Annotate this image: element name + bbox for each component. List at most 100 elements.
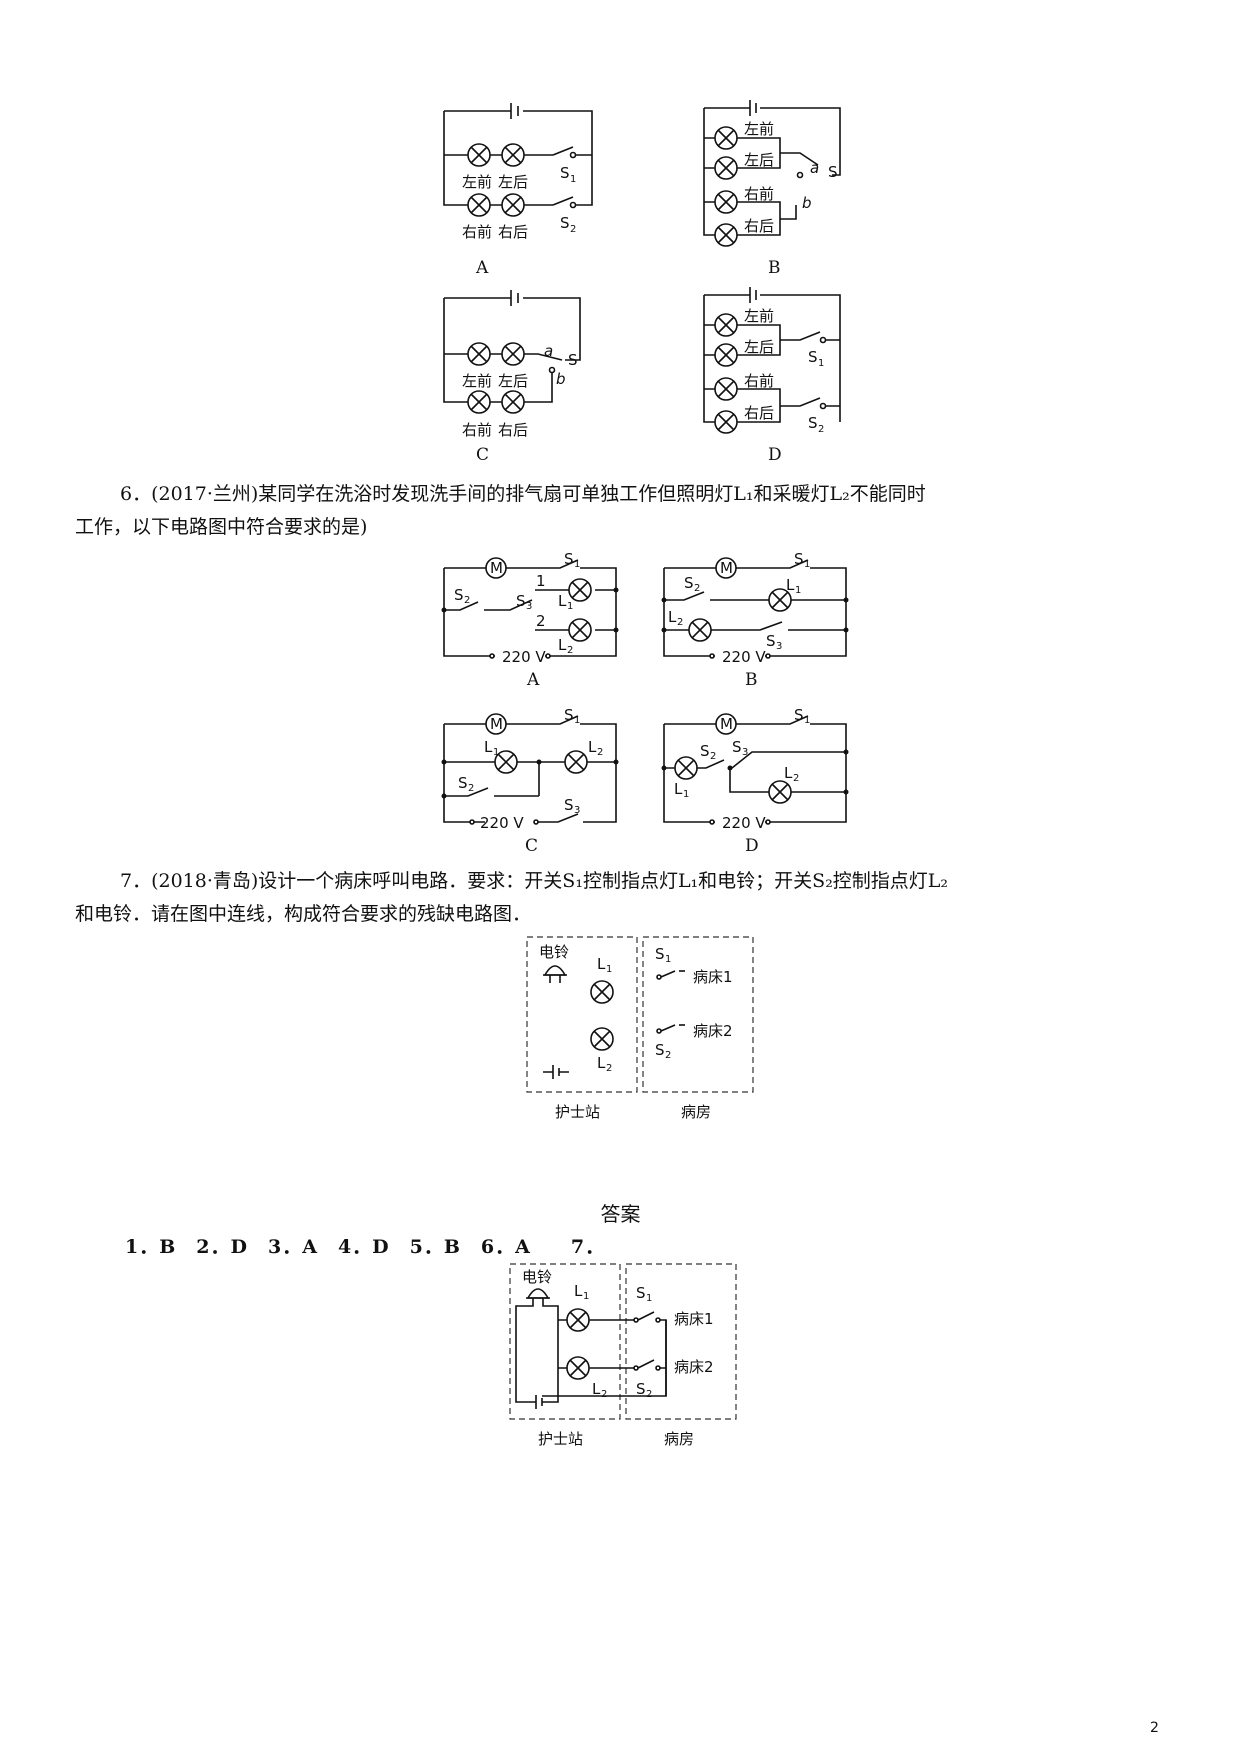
svg-text:2: 2 [646, 1389, 652, 1400]
svg-text:S: S [732, 738, 742, 756]
svg-text:L: L [786, 576, 795, 594]
lamp-icon [714, 156, 738, 180]
svg-text:S: S [794, 706, 804, 724]
lamp-icon [714, 223, 738, 247]
svg-text:3: 3 [526, 601, 532, 612]
svg-text:L: L [558, 636, 567, 654]
lamp-icon [590, 980, 614, 1004]
svg-text:L: L [674, 780, 683, 798]
svg-text:L: L [592, 1380, 601, 1398]
lamp-icon [568, 618, 592, 642]
svg-text:M: M [720, 715, 733, 733]
lamp-icon [494, 750, 518, 774]
svg-text:L: L [484, 738, 493, 756]
svg-text:S: S [564, 796, 574, 814]
voltage-label: 220 V [722, 648, 766, 666]
lamp-label: 左前 [462, 173, 492, 191]
svg-text:L: L [668, 608, 677, 626]
svg-text:S: S [655, 1041, 665, 1059]
svg-text:2: 2 [793, 773, 799, 784]
lamp-label: 左后 [498, 173, 528, 191]
lamp-icon [714, 190, 738, 214]
svg-text:左前: 左前 [462, 372, 492, 390]
svg-text:右前: 右前 [462, 421, 492, 439]
lamp-icon [590, 1027, 614, 1051]
svg-text:M: M [490, 559, 503, 577]
nurse-station-label: 护士站 [555, 1103, 600, 1121]
svg-text:a: a [810, 159, 819, 177]
svg-text:S: S [636, 1380, 646, 1398]
svg-text:S: S [458, 774, 468, 792]
svg-text:S: S [636, 1284, 646, 1302]
bell-icon [543, 965, 567, 983]
question-7-line1: 7．(2018·青岛)设计一个病床呼叫电路．要求：开关S₁控制指点灯L₁和电铃；… [120, 870, 949, 892]
bell-icon [526, 1288, 550, 1299]
svg-text:S: S [684, 574, 694, 592]
lamp-icon [674, 756, 698, 780]
lamp-icon [564, 750, 588, 774]
svg-text:S: S [655, 945, 665, 963]
svg-text:2: 2 [606, 1063, 612, 1074]
option-caption: D [768, 445, 782, 465]
svg-text:左后: 左后 [498, 372, 528, 390]
svg-text:L: L [597, 955, 606, 973]
ward-label: 病房 [664, 1430, 694, 1448]
lamp-icon [568, 578, 592, 602]
question-6-line1: 6．(2017·兰州)某同学在洗浴时发现洗手间的排气扇可单独工作但照明灯L₁和采… [120, 483, 926, 505]
svg-text:1: 1 [665, 954, 671, 965]
fig5-diagram-d: 左前 左后 右前 右后 S 1 S 2 D [703, 287, 841, 465]
svg-text:右后: 右后 [498, 421, 528, 439]
svg-text:a: a [544, 342, 553, 360]
motor-icon: M [715, 557, 737, 579]
svg-text:L: L [588, 738, 597, 756]
svg-text:1: 1 [583, 1291, 589, 1302]
svg-text:S: S [564, 550, 574, 568]
nurse-station-label: 护士站 [538, 1430, 583, 1448]
lamp-icon [501, 390, 525, 414]
page-number: 2 [1150, 1720, 1159, 1736]
svg-text:3: 3 [742, 747, 748, 758]
fig5-diagram-a: 左前 左后 右前 右后 S 1 S 2 A [443, 103, 593, 278]
battery-icon [543, 1065, 569, 1079]
bed2-label: 病床2 [693, 1022, 733, 1040]
bed1-label: 病床1 [674, 1310, 714, 1328]
question-6: 6．(2017·兰州)某同学在洗浴时发现洗手间的排气扇可单独工作但照明灯L₁和采… [75, 478, 1175, 544]
switch-label: S [560, 214, 570, 232]
bed2-label: 病床2 [674, 1358, 714, 1376]
lamp-icon [467, 342, 491, 366]
svg-text:左前: 左前 [744, 120, 774, 138]
lamp-icon [714, 313, 738, 337]
svg-text:S: S [568, 351, 578, 369]
svg-text:b: b [556, 370, 566, 388]
option-caption: C [476, 445, 489, 465]
svg-text:2: 2 [677, 617, 683, 628]
svg-text:右前: 右前 [744, 185, 774, 203]
svg-text:左前: 左前 [744, 307, 774, 325]
lamp-icon [467, 193, 491, 217]
lamp-icon [566, 1308, 590, 1332]
lamp-icon [768, 588, 792, 612]
svg-text:1: 1 [574, 559, 580, 570]
option-caption: B [768, 258, 781, 278]
svg-text:左后: 左后 [744, 151, 774, 169]
svg-text:2: 2 [665, 1050, 671, 1061]
bed1-label: 病床1 [693, 968, 733, 986]
svg-text:2: 2 [464, 595, 470, 606]
svg-text:S: S [808, 348, 818, 366]
svg-text:b: b [802, 194, 812, 212]
lamp-icon [688, 618, 712, 642]
svg-text:3: 3 [574, 805, 580, 816]
ward-label: 病房 [681, 1103, 711, 1121]
motor-icon: M [485, 713, 507, 735]
motor-icon: M [715, 713, 737, 735]
svg-text:2: 2 [468, 783, 474, 794]
option-caption: A [526, 670, 540, 690]
svg-text:2: 2 [597, 747, 603, 758]
svg-text:1: 1 [536, 572, 546, 590]
question-7: 7．(2018·青岛)设计一个病床呼叫电路．要求：开关S₁控制指点灯L₁和电铃；… [75, 865, 1175, 931]
